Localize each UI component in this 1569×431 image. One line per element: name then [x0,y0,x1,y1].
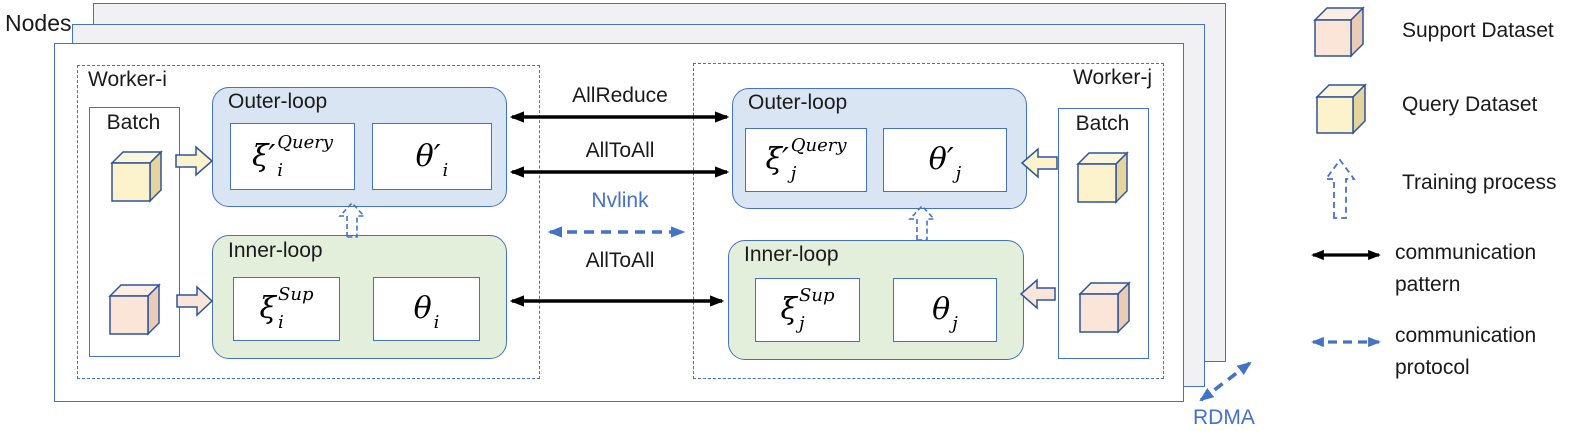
worker-j-label: Worker-j [1073,66,1152,89]
inner-loop-label-left: Inner-loop [228,239,323,262]
legend-query-cube-icon [1315,83,1367,135]
math-base: θ′ [415,138,441,174]
legend-communication-protocol-label: communication protocol [1395,320,1536,384]
math-base: θ [932,292,951,327]
math-sub: i [433,312,440,333]
param-box-xi-query-j: ξ′ Query j [745,128,867,192]
outer-loop-label-left: Outer-loop [228,90,328,113]
param-box-theta-prime-j: θ′ j [883,128,1007,192]
allreduce-label: AllReduce [572,84,668,107]
batch-box-right [1058,108,1149,359]
worker-i-box [77,65,540,379]
nvlink-label: Nvlink [591,189,649,212]
math-base: ξ′ [765,142,789,177]
math-sub: j [799,313,805,334]
math-base: θ [413,291,432,326]
param-box-xi-sup-j: ξ Sup j [755,278,860,342]
param-box-xi-sup-i: ξ Sup i [233,277,340,341]
worker-i-label: Worker-i [88,68,167,91]
math-xi-sup-j: ξ Sup j [781,287,835,333]
math-xi-sup-i: ξ Sup i [260,286,314,332]
math-base: ξ [259,291,277,326]
math-sub: i [442,159,449,181]
batch-box-left [89,107,180,357]
math-theta-prime-j: θ′ j [929,137,961,183]
param-box-theta-i: θ i [373,277,480,341]
worker-j-box [693,63,1164,379]
param-box-theta-j: θ j [893,278,997,342]
math-theta-prime-i: θ′ i [416,134,449,180]
math-xi-query-i: ξ′ Query i [251,131,334,181]
legend-pattern-line2: pattern [1395,273,1461,296]
nodes-label: Nodes [5,10,72,36]
batch-label-right: Batch [1075,112,1130,135]
math-xi-query-j: ξ′ Query j [765,137,846,183]
rdma-arrow [1199,361,1252,402]
legend-protocol-line1: communication [1395,324,1537,347]
outer-loop-label-right: Outer-loop [748,91,848,114]
batch-label-left: Batch [106,111,161,134]
math-base: θ′ [928,142,954,177]
math-sub: i [278,312,284,333]
math-theta-j: θ j [932,287,958,333]
math-base: ξ′ [251,138,276,174]
math-theta-i: θ i [414,286,440,332]
alltoall-top-label: AllToAll [585,139,655,162]
legend-support-dataset-label: Support Dataset [1402,19,1554,42]
legend-training-process-arrow-icon [1324,158,1356,219]
alltoall-bottom-label: AllToAll [585,249,655,272]
math-sup: Sup [799,285,835,306]
legend-communication-pattern-label: communication pattern [1395,237,1536,301]
math-sub: j [790,163,797,184]
legend-pattern-line1: communication [1395,241,1537,264]
legend-support-cube-icon [1313,6,1365,58]
legend-query-dataset-label: Query Dataset [1402,93,1538,116]
math-sub: j [955,163,962,184]
param-box-theta-prime-i: θ′ i [372,123,492,190]
param-box-xi-query-i: ξ′ Query i [230,123,355,190]
math-sup: Query [277,131,334,153]
math-base: ξ [780,292,798,327]
math-sub: i [277,159,284,181]
math-sup: Sup [278,284,314,305]
rdma-label: RDMA [1193,406,1255,429]
math-sup: Query [790,135,847,156]
legend-training-process-label: Training process [1402,171,1557,194]
legend-protocol-line2: protocol [1395,356,1470,379]
inner-loop-label-right: Inner-loop [744,243,839,266]
math-sub: j [952,313,958,334]
